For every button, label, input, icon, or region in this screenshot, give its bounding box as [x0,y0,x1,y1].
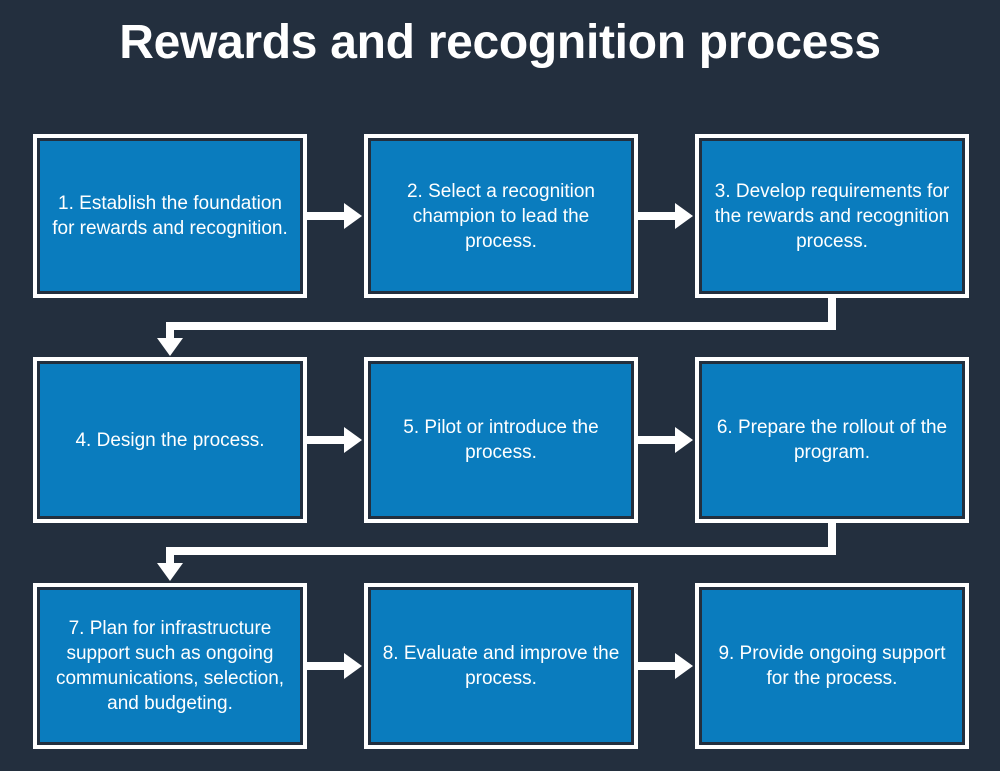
process-step-5-label: 5. Pilot or introduce the process. [403,417,599,463]
connector-8-to-9-arrowhead-icon [675,653,693,679]
connector-6-to-7-arrowhead-icon [157,563,183,581]
process-step-1-label: 1. Establish the foundation for rewards … [52,193,288,239]
connector-3-to-4-arrowhead-icon [157,338,183,356]
connector-3-to-4-segment-left [166,322,836,330]
connector-2-to-3-line [638,212,676,220]
connector-8-to-9-line [638,662,676,670]
connector-3-to-4-segment-down2 [166,322,174,340]
process-step-3[interactable]: 3. Develop requirements for the rewards … [695,134,969,298]
process-step-9-label: 9. Provide ongoing support for the proce… [718,643,946,689]
process-step-2-label: 2. Select a recognition champion to lead… [406,180,595,252]
connector-5-to-6-arrowhead-icon [675,427,693,453]
process-step-9[interactable]: 9. Provide ongoing support for the proce… [695,583,969,749]
process-step-4-label: 4. Design the process. [75,429,265,451]
process-step-6-label: 6. Prepare the rollout of the program. [716,417,948,463]
connector-6-to-7-segment-down2 [166,547,174,565]
process-step-8[interactable]: 8. Evaluate and improve the process. [364,583,638,749]
connector-1-to-2-arrowhead-icon [344,203,362,229]
process-step-7-label: 7. Plan for infrastructure support such … [55,618,285,714]
process-step-6[interactable]: 6. Prepare the rollout of the program. [695,357,969,523]
connector-4-to-5-line [307,436,345,444]
process-step-3-label: 3. Develop requirements for the rewards … [714,180,950,252]
process-step-1[interactable]: 1. Establish the foundation for rewards … [33,134,307,298]
process-step-5[interactable]: 5. Pilot or introduce the process. [364,357,638,523]
process-step-4[interactable]: 4. Design the process. [33,357,307,523]
connector-1-to-2-line [307,212,345,220]
process-step-8-label: 8. Evaluate and improve the process. [382,643,620,689]
process-step-2[interactable]: 2. Select a recognition champion to lead… [364,134,638,298]
connector-2-to-3-arrowhead-icon [675,203,693,229]
connector-6-to-7-segment-left [166,547,836,555]
page-title: Rewards and recognition process [119,16,881,69]
connector-3-to-4-segment-down [828,298,836,330]
process-step-7[interactable]: 7. Plan for infrastructure support such … [33,583,307,749]
connector-7-to-8-arrowhead-icon [344,653,362,679]
connector-5-to-6-line [638,436,676,444]
connector-6-to-7-segment-down [828,523,836,555]
connector-4-to-5-arrowhead-icon [344,427,362,453]
connector-7-to-8-line [307,662,345,670]
